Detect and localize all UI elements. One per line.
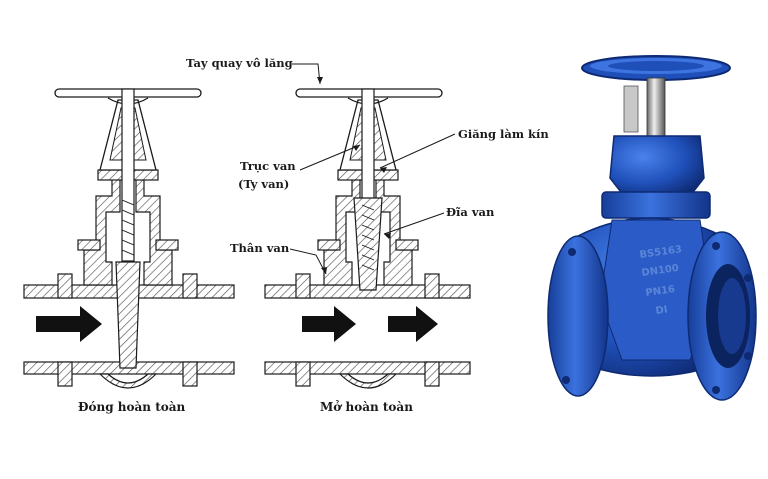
- caption-closed: Đóng hoàn toàn: [78, 400, 186, 414]
- label-seal: Giăng làm kín: [458, 127, 549, 141]
- label-disc: Đĩa van: [446, 205, 495, 219]
- gate-valve-product-photo: BS5163 DN100 PN16 DI: [547, 55, 757, 401]
- label-body: Thân van: [230, 241, 290, 255]
- body-marking-4: DI: [655, 304, 668, 317]
- caption-open: Mở hoàn toàn: [320, 399, 413, 414]
- body-marking-2: DN100: [641, 263, 680, 279]
- open-valve-cross-section: [264, 63, 471, 389]
- label-handwheel: Tay quay vô lăng: [186, 56, 293, 70]
- label-stem-line1: Trục van: [240, 159, 296, 173]
- body-marking-3: PN16: [645, 284, 676, 299]
- closed-valve-cross-section: [23, 88, 235, 389]
- label-stem-line2: (Ty van): [238, 177, 289, 191]
